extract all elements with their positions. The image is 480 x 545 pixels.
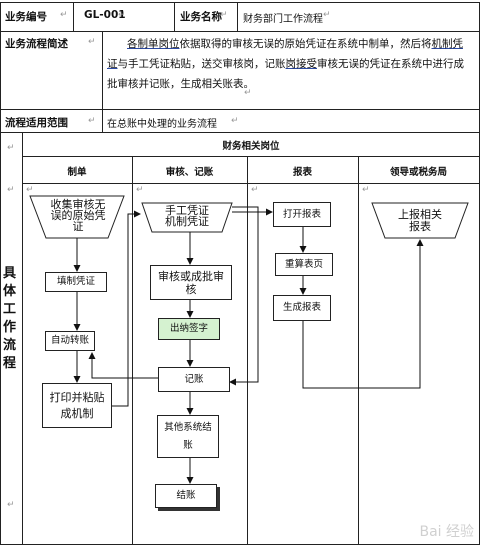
- para-mark: ↵: [7, 185, 15, 195]
- box-open-report: 打开报表: [273, 202, 331, 227]
- box-post: 记账: [158, 367, 230, 392]
- section-title: 财务相关岗位: [222, 141, 280, 152]
- scope-value: 在总账中处理的业务流程: [107, 119, 217, 130]
- code-value: GL-001: [84, 9, 126, 21]
- desc-label: 业务流程简述: [5, 38, 68, 50]
- para-mark: ↵: [231, 116, 239, 126]
- desc-text: 各制单岗位依据取得的审核无误的原始凭证在系统中制单，然后将机制凭证与手工凭证粘贴…: [107, 34, 473, 94]
- para-mark: ↵: [26, 185, 34, 195]
- box-gen-report: 生成报表: [273, 295, 331, 321]
- para-mark: ↵: [244, 88, 252, 98]
- side-label: 具体工作流程: [3, 266, 17, 371]
- para-mark: ↵: [251, 185, 259, 195]
- desc-part-2: 依据取得的审核无误的原始凭证在系统中制单，然后将: [179, 38, 432, 50]
- desc-part-4: 与手工凭证粘贴，送交审核岗，记账: [117, 58, 286, 70]
- box-cashier-sign: 出纳签字: [158, 318, 220, 340]
- col-header-review: 审核、记账: [165, 167, 214, 178]
- para-mark: ↵: [7, 500, 15, 510]
- trap-col4: [371, 202, 469, 239]
- watermark: Bai 经验: [419, 524, 474, 540]
- box-review-batch: 审核或成批审核: [150, 265, 232, 300]
- box-auto-transfer: 自动转账: [45, 331, 95, 351]
- box-print-paste: 打印并粘贴成机制: [42, 383, 112, 428]
- col-header-prepare: 制单: [67, 167, 87, 178]
- box-close: 结账: [155, 484, 217, 508]
- name-value: 财务部门工作流程: [243, 14, 323, 25]
- para-mark: ↵: [88, 116, 96, 126]
- col1-trap-text: 收集审核无误的原始凭证: [50, 198, 106, 233]
- desc-part-5: 岗接受: [285, 58, 318, 70]
- para-mark: ↵: [60, 10, 68, 20]
- scope-label: 流程适用范围: [5, 117, 68, 129]
- trap-col1: [29, 195, 125, 239]
- desc-part-3: 机制凭证: [107, 38, 463, 70]
- col-header-report: 报表: [292, 167, 312, 178]
- box-recalc-page: 重算表页: [275, 253, 333, 276]
- para-mark: ↵: [118, 10, 126, 20]
- col2-trap-text: 手工凭证机制凭证: [165, 204, 209, 228]
- para-mark: ↵: [362, 185, 370, 195]
- para-mark: ↵: [7, 143, 15, 153]
- para-mark: ↵: [220, 10, 228, 20]
- desc-part-1: 各制单岗位: [127, 38, 180, 50]
- trap-col2: [141, 202, 233, 233]
- box-fill-voucher: 填制凭证: [45, 272, 107, 292]
- code-label: 业务编号: [5, 11, 47, 23]
- box-other-close: 其他系统结账: [157, 415, 219, 458]
- para-mark: ↵: [136, 185, 144, 195]
- para-mark: ↵: [323, 10, 331, 20]
- col4-trap-text: 上报相关报表: [398, 208, 442, 233]
- desc-part-6: 审核无误的凭证在系统中进行成批审核并记账，生成相关账表。: [107, 58, 464, 90]
- col-header-leader: 领导或税务局: [389, 167, 447, 178]
- name-label: 业务名称: [180, 11, 222, 23]
- para-mark: ↵: [88, 37, 96, 47]
